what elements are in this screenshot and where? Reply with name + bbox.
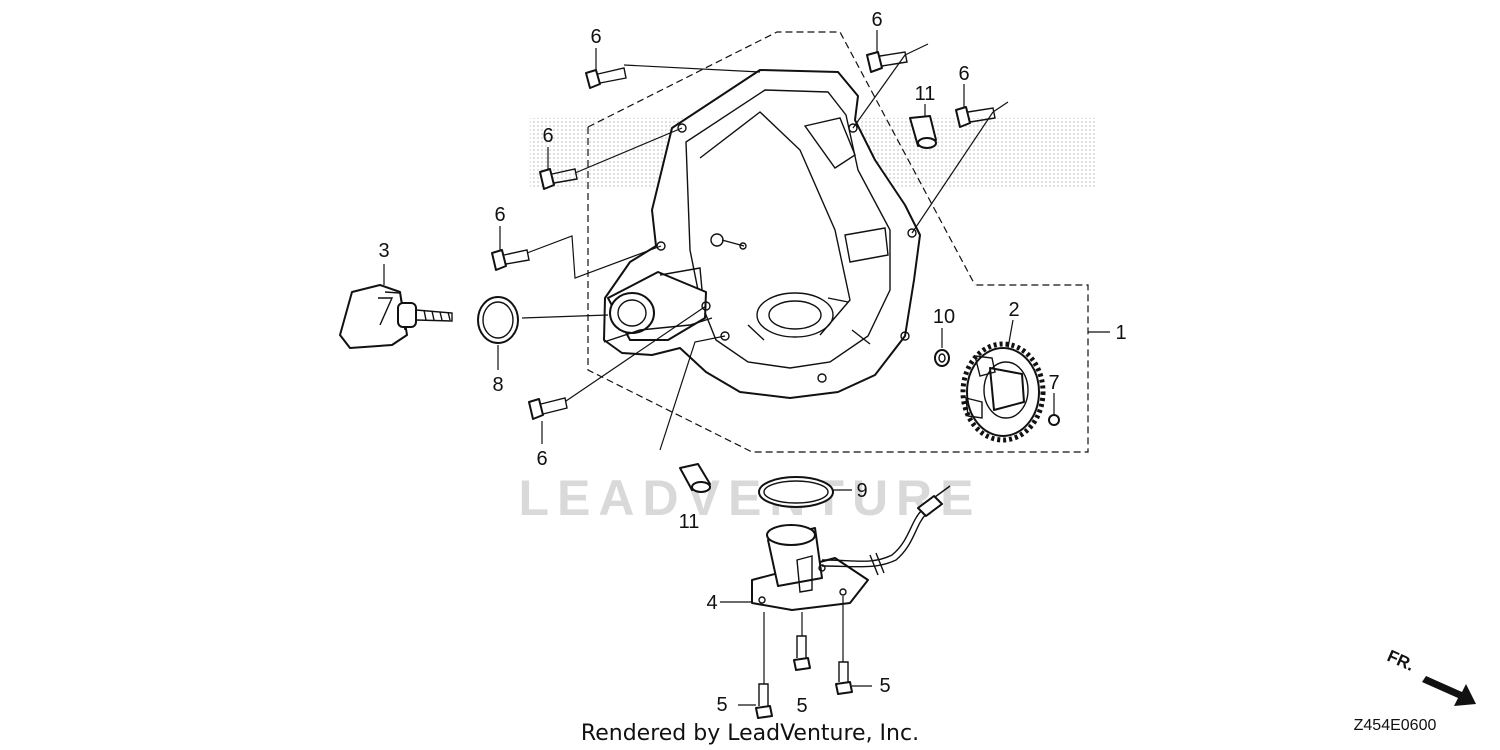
leader-lines bbox=[383, 30, 1110, 706]
flange-bolt-4 bbox=[539, 168, 578, 190]
front-direction-indicator: FR. bbox=[1384, 646, 1476, 706]
callout-6c: 6 bbox=[958, 63, 969, 85]
callout-5b: 5 bbox=[796, 695, 807, 717]
callout-11a: 11 bbox=[915, 83, 936, 105]
callout-9: 9 bbox=[856, 480, 867, 502]
flange-bolt-3 bbox=[955, 106, 996, 128]
callout-10: 10 bbox=[933, 306, 955, 328]
oil-filler-cap bbox=[339, 284, 453, 349]
publisher-watermark: LEADVENTURE bbox=[518, 470, 981, 526]
flange-bolt-1 bbox=[585, 67, 627, 89]
callout-6e: 6 bbox=[494, 204, 505, 226]
callout-1: 1 bbox=[1115, 322, 1126, 344]
callout-5c: 5 bbox=[879, 675, 890, 697]
flange-bolt-2 bbox=[866, 51, 908, 73]
dowel-pin-lower bbox=[679, 463, 711, 493]
callout-7: 7 bbox=[1048, 372, 1059, 394]
callout-2: 2 bbox=[1008, 299, 1019, 321]
callout-6a: 6 bbox=[590, 26, 601, 48]
flange-bolt-6 bbox=[528, 397, 568, 420]
flange-bolt-5 bbox=[491, 249, 530, 271]
circlip bbox=[1048, 414, 1060, 426]
sensor-o-ring bbox=[758, 476, 834, 508]
callout-6f: 6 bbox=[536, 448, 547, 470]
callout-11b: 11 bbox=[679, 511, 700, 533]
governor-gear bbox=[960, 341, 1046, 443]
callout-5a: 5 bbox=[716, 694, 727, 716]
fr-label: FR. bbox=[1384, 646, 1417, 674]
sensor-bolt-1 bbox=[755, 683, 773, 719]
callout-4: 4 bbox=[706, 592, 717, 614]
o-ring bbox=[477, 296, 519, 344]
sensor-bolt-2 bbox=[793, 635, 811, 671]
case-cover bbox=[603, 69, 921, 399]
washer bbox=[934, 349, 950, 367]
callout-8: 8 bbox=[492, 374, 503, 396]
callout-3: 3 bbox=[378, 240, 389, 262]
rendered-by-credit: Rendered by LeadVenture, Inc. bbox=[581, 721, 919, 746]
diagram-code: Z454E0600 bbox=[1354, 717, 1437, 734]
callout-6d: 6 bbox=[542, 125, 553, 147]
fr-arrow-icon bbox=[1422, 676, 1476, 706]
assembly-outline bbox=[587, 31, 1089, 453]
oil-level-switch bbox=[751, 485, 951, 611]
callout-6b: 6 bbox=[871, 9, 882, 31]
dowel-pin-upper bbox=[909, 115, 937, 149]
sensor-bolt-3 bbox=[835, 661, 853, 695]
